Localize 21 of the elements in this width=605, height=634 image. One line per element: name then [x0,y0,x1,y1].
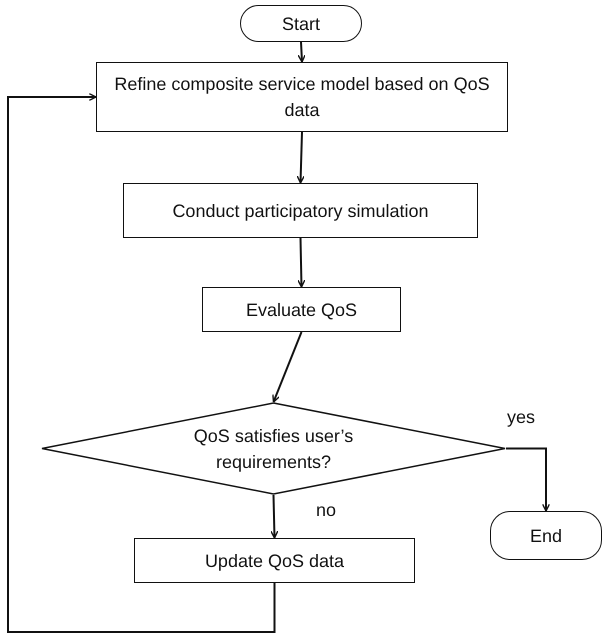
decision-diamond [41,402,506,495]
node-text: Update QoS data [204,550,344,573]
arrow [506,448,550,512]
terminal-pill [240,5,362,42]
terminal-pill [490,511,602,560]
process-box [123,183,478,238]
process-box [202,287,401,332]
arrow [297,42,306,63]
node-text: Evaluate QoS [246,298,358,322]
arrow [7,92,276,633]
node-text: Refine composite service model based on QoS data [113,73,491,122]
process-box [134,538,415,583]
node-text: Start [282,12,320,36]
arrow [272,332,302,403]
arrow [296,132,305,184]
node-text: End [530,524,562,548]
process-box [96,62,508,132]
node-text: Conduct participatory simulation [172,200,429,223]
arrow [270,494,279,539]
decision-text: QoS satisfies user’s requirements? [192,424,354,474]
arrow [297,238,306,288]
